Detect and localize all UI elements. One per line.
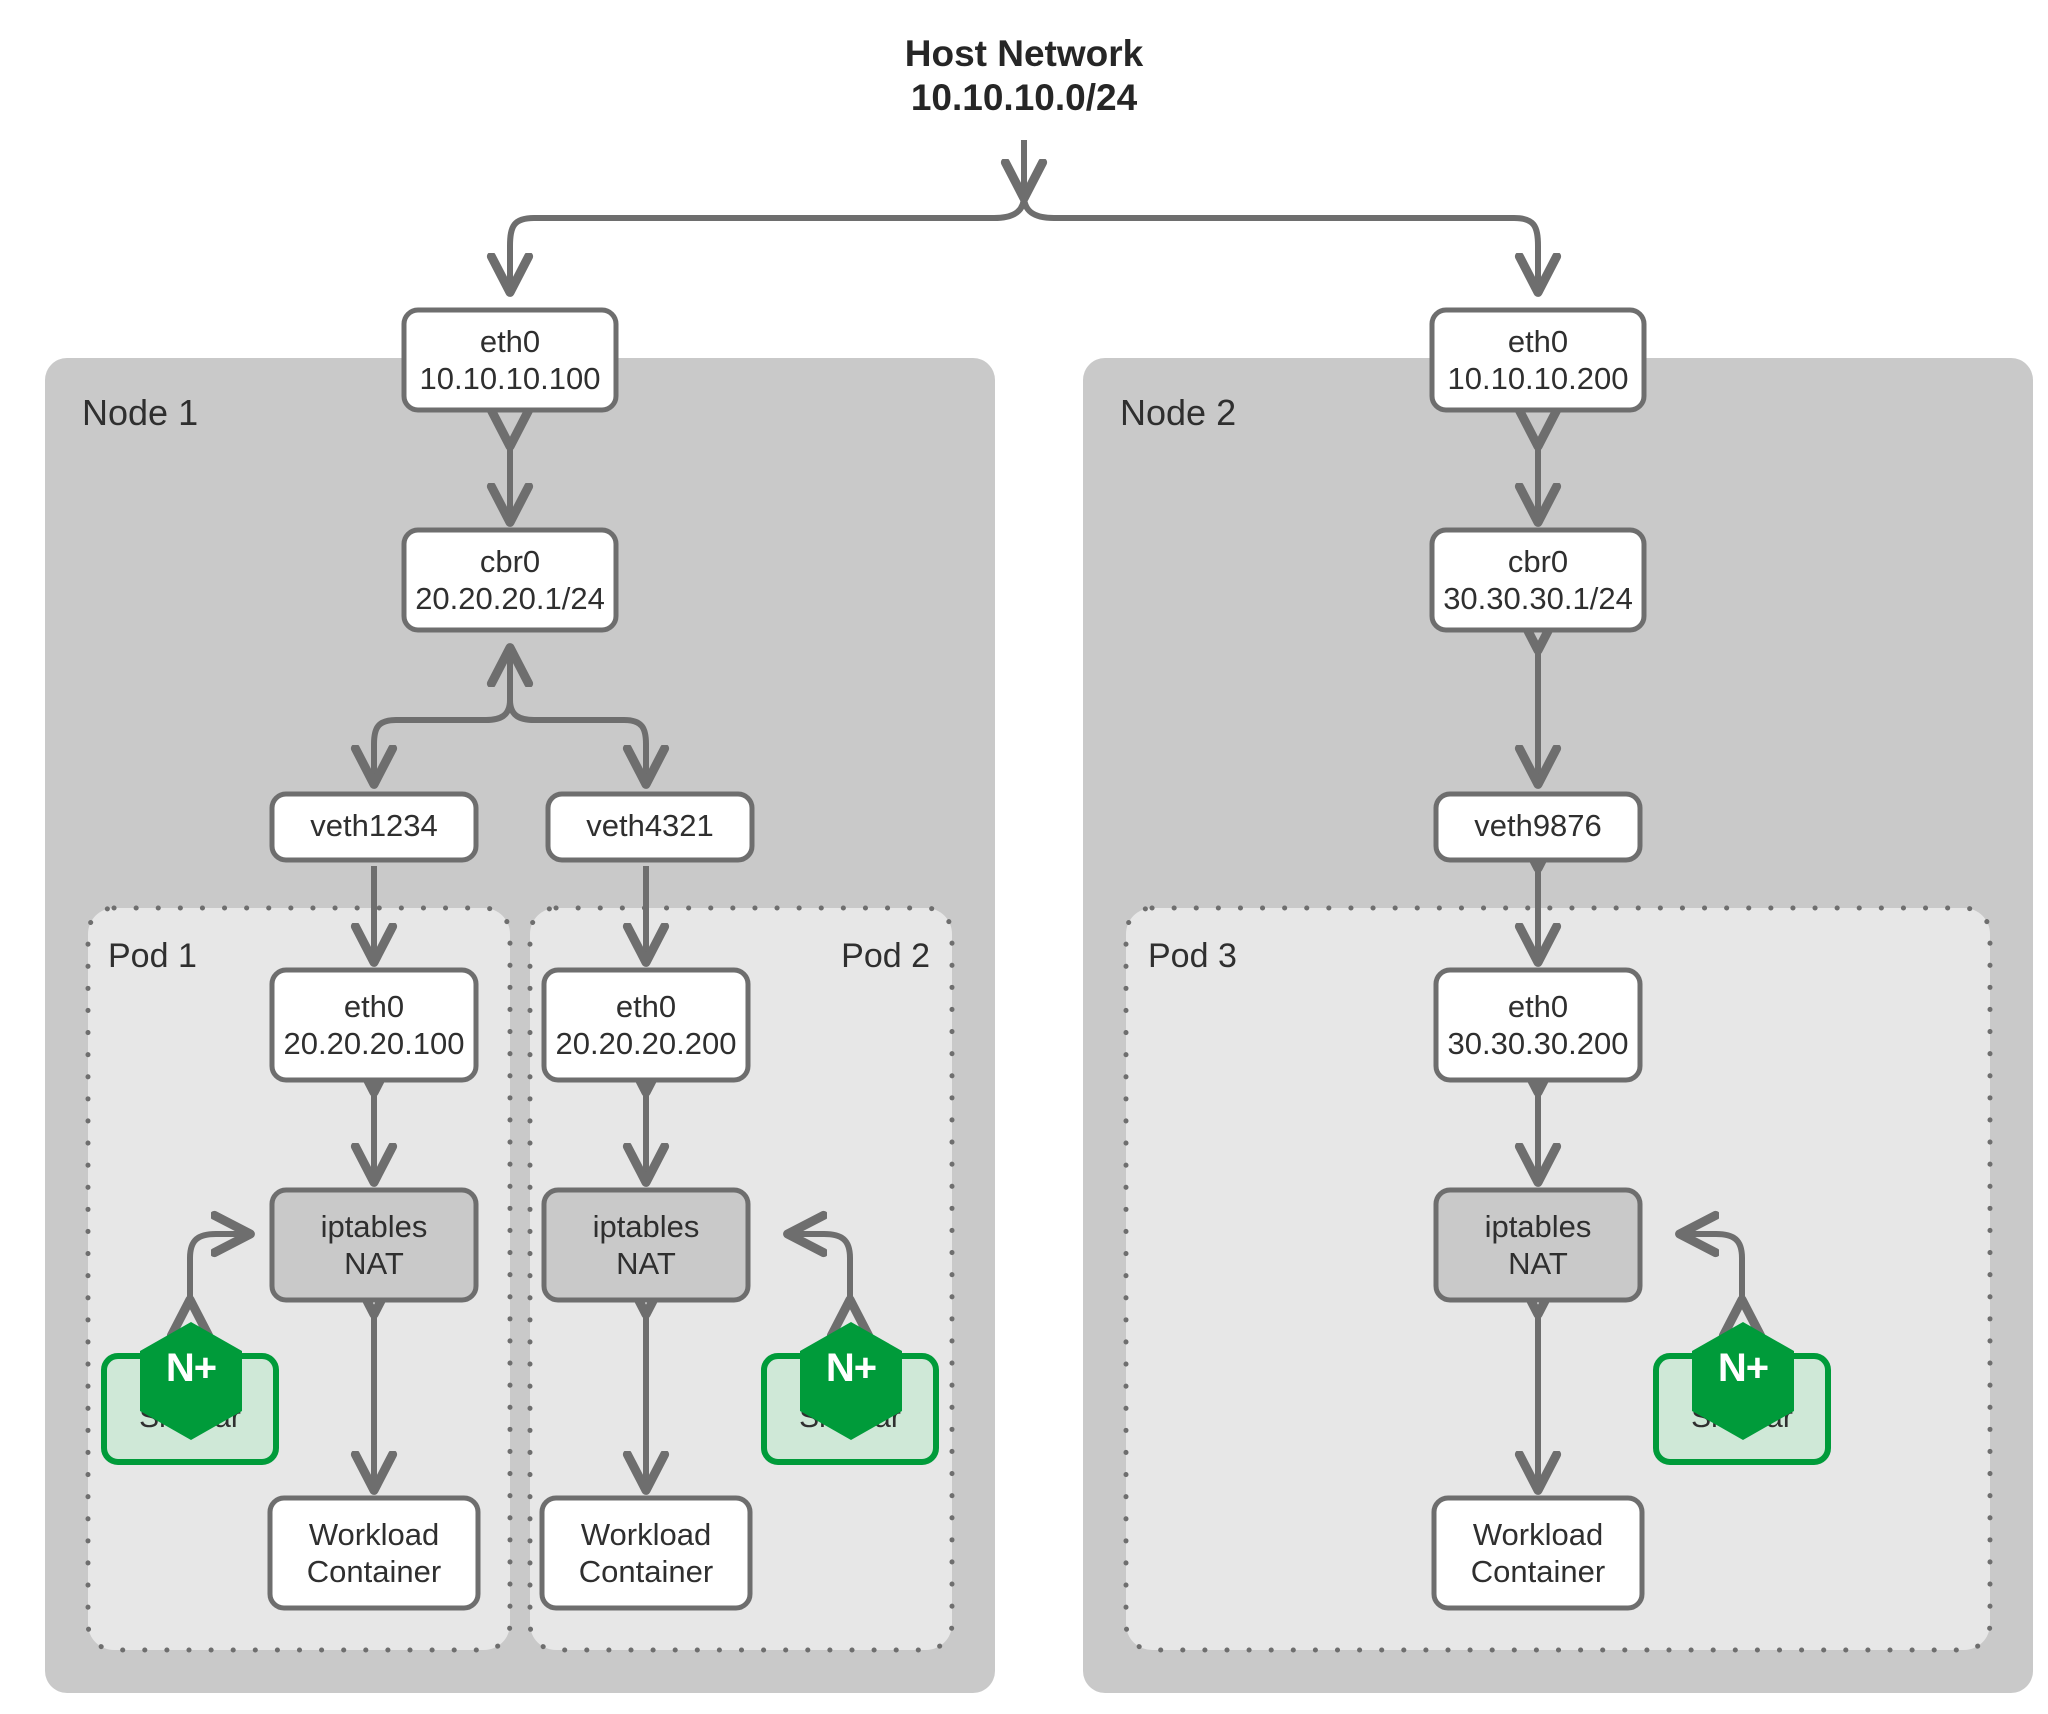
node1-eth0-box[interactable] bbox=[401, 307, 619, 413]
node1-veth-branch-left bbox=[374, 699, 513, 782]
node2-veth9876-box[interactable] bbox=[1433, 791, 1643, 863]
pod1-iptables-box[interactable] bbox=[269, 1187, 479, 1303]
node1-veth-branch-right bbox=[507, 699, 646, 782]
pod1-nginx-badge: N+ bbox=[136, 1320, 246, 1442]
nginx-hexagon-icon bbox=[800, 1322, 902, 1440]
arrow-pod3-iptables-sidecar bbox=[1682, 1234, 1742, 1302]
pod1-nginx-badge-text: N+ bbox=[165, 1346, 217, 1390]
node2-cbr0-box[interactable] bbox=[1429, 527, 1647, 633]
node2-eth0-box[interactable] bbox=[1429, 307, 1647, 413]
nginx-hexagon-icon bbox=[140, 1322, 242, 1440]
arrow-pod2-iptables-sidecar bbox=[790, 1234, 850, 1302]
pod3-iptables-box[interactable] bbox=[1433, 1187, 1643, 1303]
pod3-workload-box[interactable] bbox=[1431, 1495, 1645, 1611]
pod2-eth0-box[interactable] bbox=[541, 967, 751, 1083]
host-network-branch-right bbox=[1021, 195, 1538, 290]
pod2-iptables-box[interactable] bbox=[541, 1187, 751, 1303]
host-network-branch-left bbox=[510, 195, 1027, 290]
nginx-hexagon-icon bbox=[1692, 1322, 1794, 1440]
pod1-workload-box[interactable] bbox=[267, 1495, 481, 1611]
pod1-eth0-box[interactable] bbox=[269, 967, 479, 1083]
pod2-nginx-badge-text: N+ bbox=[825, 1346, 877, 1390]
pod3-nginx-badge-text: N+ bbox=[1717, 1346, 1769, 1390]
node1-veth1234-box[interactable] bbox=[269, 791, 479, 863]
node1-cbr0-box[interactable] bbox=[401, 527, 619, 633]
pod2-nginx-badge: N+ bbox=[796, 1320, 906, 1442]
pod3-nginx-badge: N+ bbox=[1688, 1320, 1798, 1442]
pod2-workload-box[interactable] bbox=[539, 1495, 753, 1611]
node1-veth4321-box[interactable] bbox=[545, 791, 755, 863]
pod3-eth0-box[interactable] bbox=[1433, 967, 1643, 1083]
arrow-pod1-iptables-sidecar bbox=[190, 1234, 248, 1302]
